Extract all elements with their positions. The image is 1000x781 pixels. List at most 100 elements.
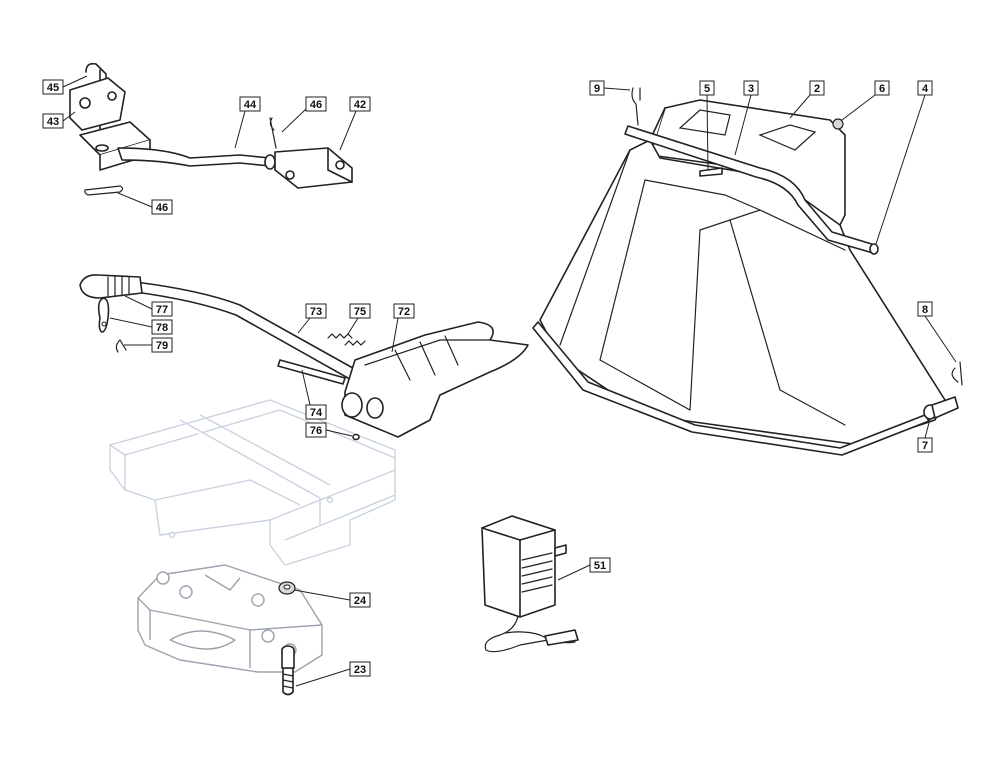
callout-number: 9	[594, 83, 600, 95]
callout-box	[589, 80, 605, 96]
callout-box	[239, 96, 261, 112]
callout-leader-line	[301, 369, 311, 406]
callout-leader-line	[234, 110, 246, 149]
callout-c6: 6	[841, 80, 890, 121]
callout-number: 72	[398, 306, 410, 318]
callout-box	[349, 303, 371, 319]
callout-number: 2	[814, 83, 820, 95]
callout-c23: 23	[295, 661, 371, 687]
callout-number: 51	[594, 560, 606, 572]
callout-number: 6	[879, 83, 885, 95]
callout-leader-line	[62, 111, 76, 122]
callout-c42: 42	[339, 96, 371, 151]
callout-box	[874, 80, 890, 96]
callout-box	[42, 79, 64, 95]
callout-c8: 8	[917, 301, 957, 363]
callout-box	[917, 437, 933, 453]
callout-c73: 73	[297, 303, 327, 334]
callout-box	[305, 303, 327, 319]
callout-leader-line	[734, 94, 752, 156]
callout-box	[349, 661, 371, 677]
callout-number: 44	[244, 99, 257, 111]
callout-number: 23	[354, 664, 366, 676]
lift-lever-assembly	[79, 274, 529, 441]
callout-c2: 2	[789, 80, 825, 119]
callout-number: 46	[310, 99, 322, 111]
callout-c7: 7	[917, 418, 933, 453]
callout-c44: 44	[234, 96, 261, 149]
callout-leader-line	[603, 87, 631, 91]
callout-number: 3	[748, 83, 754, 95]
callout-leader-line	[297, 317, 311, 334]
callout-box	[151, 301, 173, 317]
bolt-part-23	[281, 645, 295, 696]
callout-box	[809, 80, 825, 96]
callout-c24: 24	[293, 589, 371, 608]
callout-c78: 78	[109, 317, 173, 335]
callout-leader-line	[325, 429, 353, 437]
callout-number: 43	[47, 116, 59, 128]
callout-c51: 51	[557, 557, 611, 581]
callout-leader-line	[347, 317, 359, 335]
callout-leader-line	[293, 589, 351, 601]
callout-box	[305, 422, 327, 438]
callout-number: 7	[922, 440, 928, 452]
callout-c4: 4	[875, 80, 933, 245]
callout-c3: 3	[734, 80, 759, 156]
callout-box	[151, 319, 173, 335]
callout-leader-line	[841, 94, 876, 121]
grass-catcher-assembly	[532, 87, 963, 456]
callout-number: 76	[310, 425, 322, 437]
callout-number: 4	[922, 83, 929, 95]
callout-leader-line	[924, 315, 957, 363]
callout-box	[42, 113, 64, 129]
callout-box	[589, 557, 611, 573]
callout-leader-line	[124, 295, 153, 310]
callout-leader-line	[391, 317, 399, 353]
callout-leader-line	[109, 317, 153, 328]
callout-number: 79	[156, 340, 168, 352]
callout-number: 5	[704, 83, 710, 95]
callout-c77: 77	[124, 295, 173, 317]
nut-part-24	[278, 581, 296, 595]
callout-box	[393, 303, 415, 319]
callout-leader-line	[924, 418, 931, 439]
callout-leader-line	[706, 94, 709, 171]
callout-box	[349, 592, 371, 608]
callout-box	[699, 80, 715, 96]
callout-c79: 79	[124, 337, 173, 353]
callout-leader-line	[875, 94, 926, 245]
callout-box	[305, 96, 327, 112]
callout-number: 45	[47, 82, 59, 94]
callout-c43: 43	[42, 111, 76, 129]
callout-c75: 75	[347, 303, 371, 335]
callout-c46b: 46	[117, 192, 173, 215]
callout-number: 78	[156, 322, 168, 334]
callout-c72: 72	[391, 303, 415, 353]
callout-box	[305, 404, 327, 420]
callout-number: 74	[310, 407, 323, 419]
callout-c45: 45	[42, 75, 88, 95]
callout-number: 42	[354, 99, 366, 111]
callout-leader-line	[295, 668, 351, 687]
callout-leader-line	[789, 94, 811, 119]
tow-hitch-assembly	[69, 62, 353, 196]
callout-leader-line	[281, 108, 307, 133]
callout-box	[151, 199, 173, 215]
callout-box	[151, 337, 173, 353]
callout-box	[349, 96, 371, 112]
callout-number: 46	[156, 202, 168, 214]
callout-number: 8	[922, 304, 928, 316]
callout-c9: 9	[589, 80, 631, 96]
callout-c46a: 46	[281, 96, 327, 133]
battery-charger-part-51	[481, 515, 579, 653]
callout-box	[917, 80, 933, 96]
callout-leader-line	[557, 564, 591, 581]
callout-box	[743, 80, 759, 96]
callout-c76: 76	[305, 422, 353, 438]
callout-number: 24	[354, 595, 367, 607]
callout-number: 75	[354, 306, 366, 318]
callout-leader-line	[117, 192, 153, 208]
